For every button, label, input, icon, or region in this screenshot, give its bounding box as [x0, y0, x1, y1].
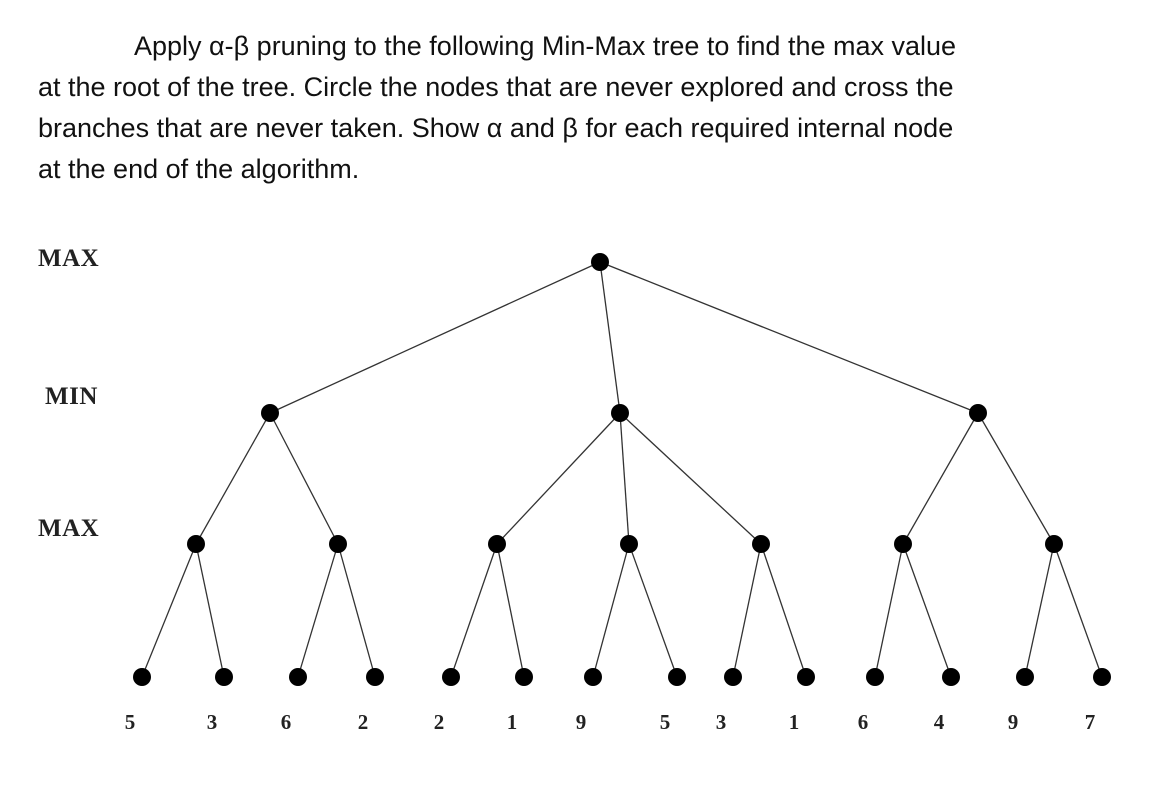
leaf-node-9 [724, 668, 742, 686]
leaf-value-14: 7 [1085, 710, 1096, 734]
max-node-2-3 [752, 535, 770, 553]
edge-to-leaf-7 [592, 543, 630, 678]
leaf-node-1 [133, 668, 151, 686]
edge-min-2-to-max-1 [496, 412, 621, 545]
leaf-node-4 [366, 668, 384, 686]
leaf-node-3 [289, 668, 307, 686]
question-line-4: at the end of the algorithm. [38, 154, 360, 184]
edge-min-3-to-max-2 [977, 412, 1055, 545]
leaf-value-3: 6 [281, 710, 292, 734]
max-node-1-2 [329, 535, 347, 553]
edge-to-leaf-12 [902, 543, 952, 678]
edge-to-leaf-11 [874, 543, 904, 678]
question-line-1: Apply α-β pruning to the following Min-M… [38, 26, 1118, 67]
edge-to-leaf-9 [732, 543, 762, 678]
leaf-value-10: 1 [789, 710, 800, 734]
leaf-value-6: 1 [507, 710, 518, 734]
leaf-node-7 [584, 668, 602, 686]
root-max-node [591, 253, 609, 271]
min-node-3 [969, 404, 987, 422]
edge-root-to-min-1 [269, 261, 601, 414]
edge-to-leaf-13 [1024, 543, 1055, 678]
min-node-2 [611, 404, 629, 422]
min-node-1 [261, 404, 279, 422]
edge-to-leaf-14 [1053, 543, 1103, 678]
question-text: Apply α-β pruning to the following Min-M… [38, 26, 1118, 190]
tree-nodes [133, 253, 1111, 686]
leaf-value-1: 5 [125, 710, 136, 734]
edge-to-leaf-6 [496, 543, 525, 678]
leaf-value-7: 9 [576, 710, 587, 734]
leaf-value-11: 6 [858, 710, 869, 734]
level-label-root-max: MAX [38, 245, 100, 272]
level-label-lower-max: MAX [38, 515, 100, 542]
question-line-1-text: Apply α-β pruning to the following Min-M… [134, 31, 957, 61]
max-node-2-1 [488, 535, 506, 553]
leaf-value-13: 9 [1008, 710, 1019, 734]
leaf-node-14 [1093, 668, 1111, 686]
edge-min-3-to-max-1 [902, 412, 979, 545]
leaf-node-8 [668, 668, 686, 686]
max-node-3-1 [894, 535, 912, 553]
tree-edges [141, 261, 1103, 678]
edge-min-1-to-max-1 [195, 412, 271, 545]
edge-to-leaf-3 [297, 543, 339, 678]
leaf-value-9: 3 [716, 710, 727, 734]
leaf-value-2: 3 [207, 710, 218, 734]
leaf-value-4: 2 [358, 710, 369, 734]
edge-to-leaf-4 [337, 543, 376, 678]
question-line-3: branches that are never taken. Show α an… [38, 113, 954, 143]
leaf-node-2 [215, 668, 233, 686]
edge-root-to-min-3 [599, 261, 979, 414]
leaf-node-6 [515, 668, 533, 686]
max-node-3-2 [1045, 535, 1063, 553]
leaf-node-10 [797, 668, 815, 686]
question-line-2: at the root of the tree. Circle the node… [38, 72, 954, 102]
leaf-node-12 [942, 668, 960, 686]
leaf-node-5 [442, 668, 460, 686]
leaf-value-12: 4 [934, 710, 945, 734]
max-node-1-1 [187, 535, 205, 553]
edge-to-leaf-5 [450, 543, 498, 678]
leaf-values: 5 3 6 2 2 1 9 5 3 1 6 4 9 7 [125, 710, 1096, 734]
max-node-2-2 [620, 535, 638, 553]
leaf-node-13 [1016, 668, 1034, 686]
edge-root-to-min-2 [599, 261, 621, 414]
edge-to-leaf-1 [141, 543, 197, 678]
edge-to-leaf-10 [760, 543, 807, 678]
edge-min-2-to-max-3 [619, 412, 762, 545]
level-label-min: MIN [45, 383, 98, 410]
edge-min-2-to-max-2 [619, 412, 630, 545]
edge-min-1-to-max-2 [269, 412, 339, 545]
leaf-value-8: 5 [660, 710, 671, 734]
edge-to-leaf-2 [195, 543, 225, 678]
edge-to-leaf-8 [628, 543, 678, 678]
leaf-value-5: 2 [434, 710, 445, 734]
leaf-node-11 [866, 668, 884, 686]
